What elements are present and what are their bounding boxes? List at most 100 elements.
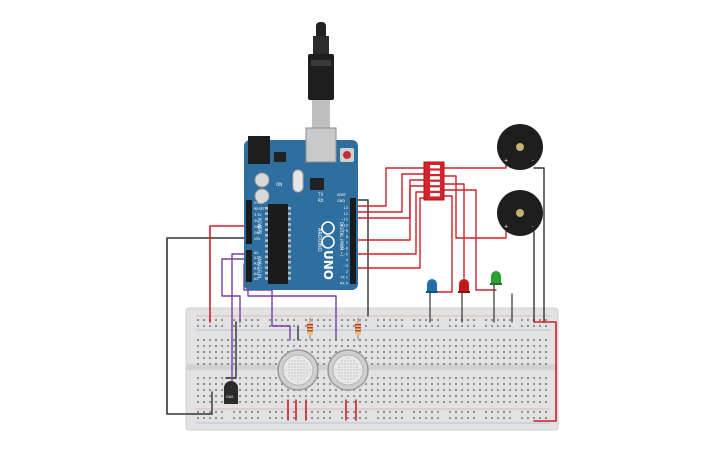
breadboard-hole: [461, 377, 463, 379]
wire-a1[interactable]: [221, 258, 251, 323]
breadboard-hole: [257, 389, 259, 391]
breadboard-hole: [443, 345, 445, 347]
wire-dip-buzzer-bottom[interactable]: [443, 175, 507, 239]
wire-gnd-right[interactable]: [355, 199, 369, 317]
breadboard-hole: [407, 339, 409, 341]
digital-header[interactable]: [350, 198, 356, 284]
breadboard-hole: [323, 383, 325, 385]
breadboard-hole: [275, 357, 277, 359]
breadboard-hole: [485, 363, 487, 365]
breadboard-hole: [395, 345, 397, 347]
breadboard-hole: [437, 417, 439, 419]
breadboard-hole: [467, 401, 469, 403]
gas-sensor-icon[interactable]: [327, 349, 369, 391]
wire-gnd-left[interactable]: [166, 237, 249, 415]
wire-buzzer-gnd-top[interactable]: [533, 167, 545, 323]
chip-pin: [288, 255, 291, 259]
wire-d10[interactable]: [355, 185, 425, 241]
breadboard-hole: [413, 325, 415, 327]
chip-pin: [288, 266, 291, 269]
wire-dip-buzzer-top[interactable]: [443, 157, 507, 169]
breadboard-hole: [329, 417, 331, 419]
dip-lever[interactable]: [430, 187, 440, 191]
wire-d13[interactable]: [355, 167, 425, 207]
breadboard[interactable]: [185, 307, 559, 431]
breadboard-hole: [281, 339, 283, 341]
wire-5v-left[interactable]: [209, 225, 249, 323]
breadboard-hole: [377, 357, 379, 359]
breadboard-hole: [335, 345, 337, 347]
breadboard-hole: [413, 319, 415, 321]
breadboard-hole: [323, 377, 325, 379]
breadboard-hole: [353, 319, 355, 321]
breadboard-hole: [347, 395, 349, 397]
analog-header[interactable]: [246, 250, 252, 282]
breadboard-hole: [503, 383, 505, 385]
led-icon[interactable]: [458, 279, 470, 293]
wire-dip-led-green[interactable]: [443, 189, 497, 291]
breadboard-hole: [233, 351, 235, 353]
breadboard-hole: [281, 389, 283, 391]
mesh-dot: [341, 375, 343, 377]
dip-switch-icon[interactable]: [423, 161, 445, 201]
wire-d9[interactable]: [355, 191, 425, 255]
breadboard-hole: [305, 339, 307, 341]
breadboard-hole: [227, 357, 229, 359]
mesh-dot: [341, 366, 343, 368]
breadboard-hole: [275, 411, 277, 413]
gas-sensor-icon[interactable]: [277, 349, 319, 391]
led-icon[interactable]: [490, 271, 502, 285]
breadboard-hole: [245, 411, 247, 413]
led-icon[interactable]: [426, 279, 438, 293]
dip-lever[interactable]: [430, 165, 440, 169]
breadboard-hole: [437, 357, 439, 359]
dip-lever[interactable]: [430, 193, 440, 197]
resistor-icon[interactable]: [355, 318, 361, 340]
gas-sensor-small[interactable]: GAS: [224, 381, 238, 404]
breadboard-hole: [347, 411, 349, 413]
power-header[interactable]: [246, 200, 252, 244]
wire-gnd-sensor[interactable]: [225, 321, 237, 379]
dip-lever[interactable]: [430, 170, 440, 174]
breadboard-hole: [479, 389, 481, 391]
dip-lever[interactable]: [430, 176, 440, 180]
breadboard-hole: [479, 377, 481, 379]
breadboard-hole: [449, 351, 451, 353]
breadboard-hole: [497, 363, 499, 365]
reset-button[interactable]: [340, 148, 354, 162]
breadboard-hole: [329, 325, 331, 327]
breadboard-hole: [395, 351, 397, 353]
breadboard-hole: [401, 351, 403, 353]
wire-dip-led-blue[interactable]: [435, 195, 453, 293]
mesh-dot: [356, 372, 358, 374]
arduino-board[interactable]: ARDUINO UNO DIGITAL (PWM ~) ANALOG IN PO…: [244, 127, 358, 290]
breadboard-hole: [419, 417, 421, 419]
breadboard-hole: [287, 339, 289, 341]
breadboard-hole: [443, 401, 445, 403]
breadboard-hole: [425, 345, 427, 347]
wire-dip-led-red[interactable]: [443, 183, 465, 279]
piezo-buzzer-icon[interactable]: + -: [497, 124, 543, 170]
breadboard-hole: [491, 377, 493, 379]
breadboard-hole: [533, 389, 535, 391]
breadboard-hole: [419, 351, 421, 353]
breadboard-hole: [389, 325, 391, 327]
mesh-dot: [291, 375, 293, 377]
breadboard-hole: [497, 417, 499, 419]
breadboard-hole: [317, 401, 319, 403]
breadboard-hole: [389, 339, 391, 341]
dip-switch-levers[interactable]: [430, 165, 440, 197]
piezo-buzzer-icon[interactable]: + -: [497, 190, 543, 236]
breadboard-hole: [473, 339, 475, 341]
mesh-dot: [300, 363, 302, 365]
breadboard-hole: [365, 319, 367, 321]
resistor-icon[interactable]: [307, 318, 313, 340]
breadboard-hole: [371, 395, 373, 397]
dip-lever[interactable]: [430, 181, 440, 186]
breadboard-hole: [377, 325, 379, 327]
pin-label: GND: [254, 231, 262, 235]
wire-d12[interactable]: [355, 173, 425, 213]
wire-power-right[interactable]: [533, 321, 557, 422]
wire-d8[interactable]: [355, 197, 425, 269]
mesh-dot: [350, 372, 352, 374]
